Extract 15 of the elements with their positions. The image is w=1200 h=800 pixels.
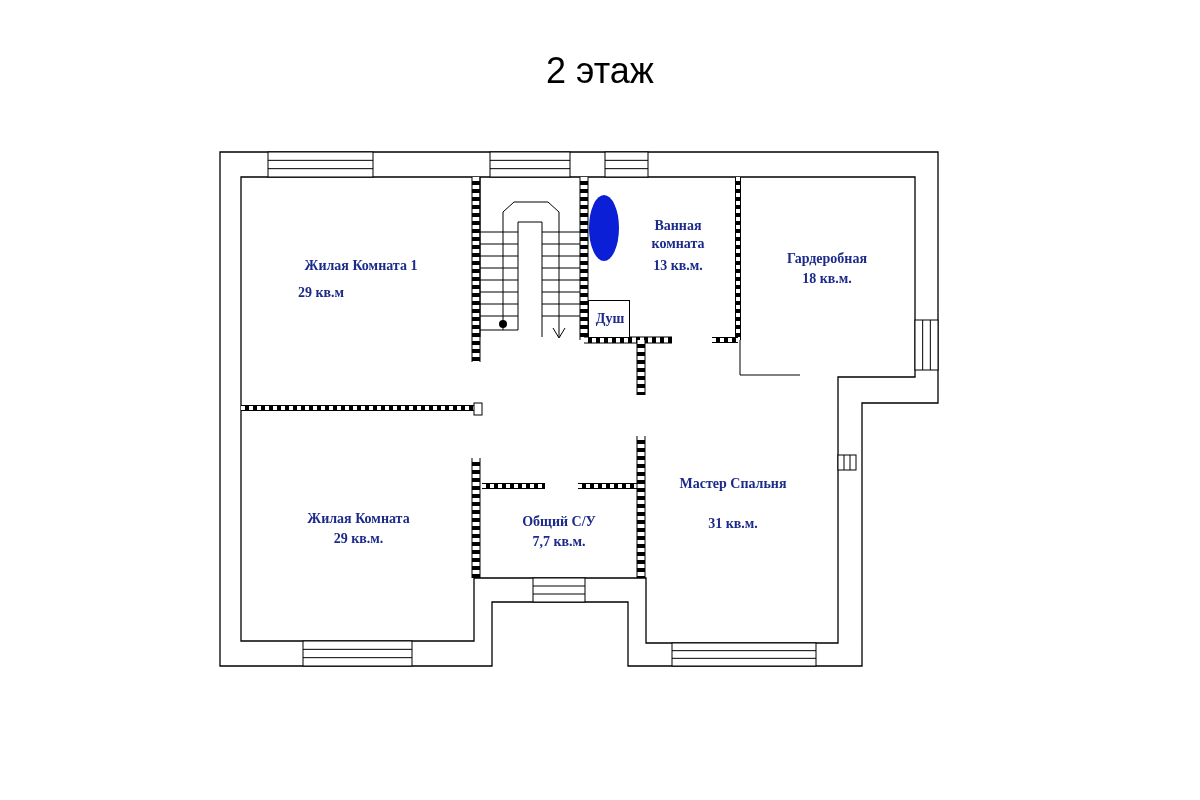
room-name: Ванная комната: [650, 217, 706, 252]
room-name: Жилая Комната: [306, 510, 411, 528]
room-name: Общий С/У: [521, 513, 597, 531]
room-area-label: 29 кв.м.: [332, 530, 385, 548]
room-area-label: 29 кв.м: [296, 284, 346, 302]
room-area-label: 31 кв.м.: [707, 515, 759, 533]
room-name: Мастер Спальня: [678, 475, 788, 493]
room-name: Жилая Комната 1: [303, 257, 419, 275]
room-area-label: 7,7 кв.м.: [531, 533, 587, 551]
room-area-label: 18 кв.м.: [801, 270, 853, 288]
shower-area: [588, 300, 630, 338]
room-area-label: 13 кв.м.: [652, 257, 704, 275]
room-name: Душ: [594, 310, 626, 328]
room-name: Гардеробная: [786, 250, 868, 268]
floor-title: 2 этаж: [545, 50, 655, 92]
